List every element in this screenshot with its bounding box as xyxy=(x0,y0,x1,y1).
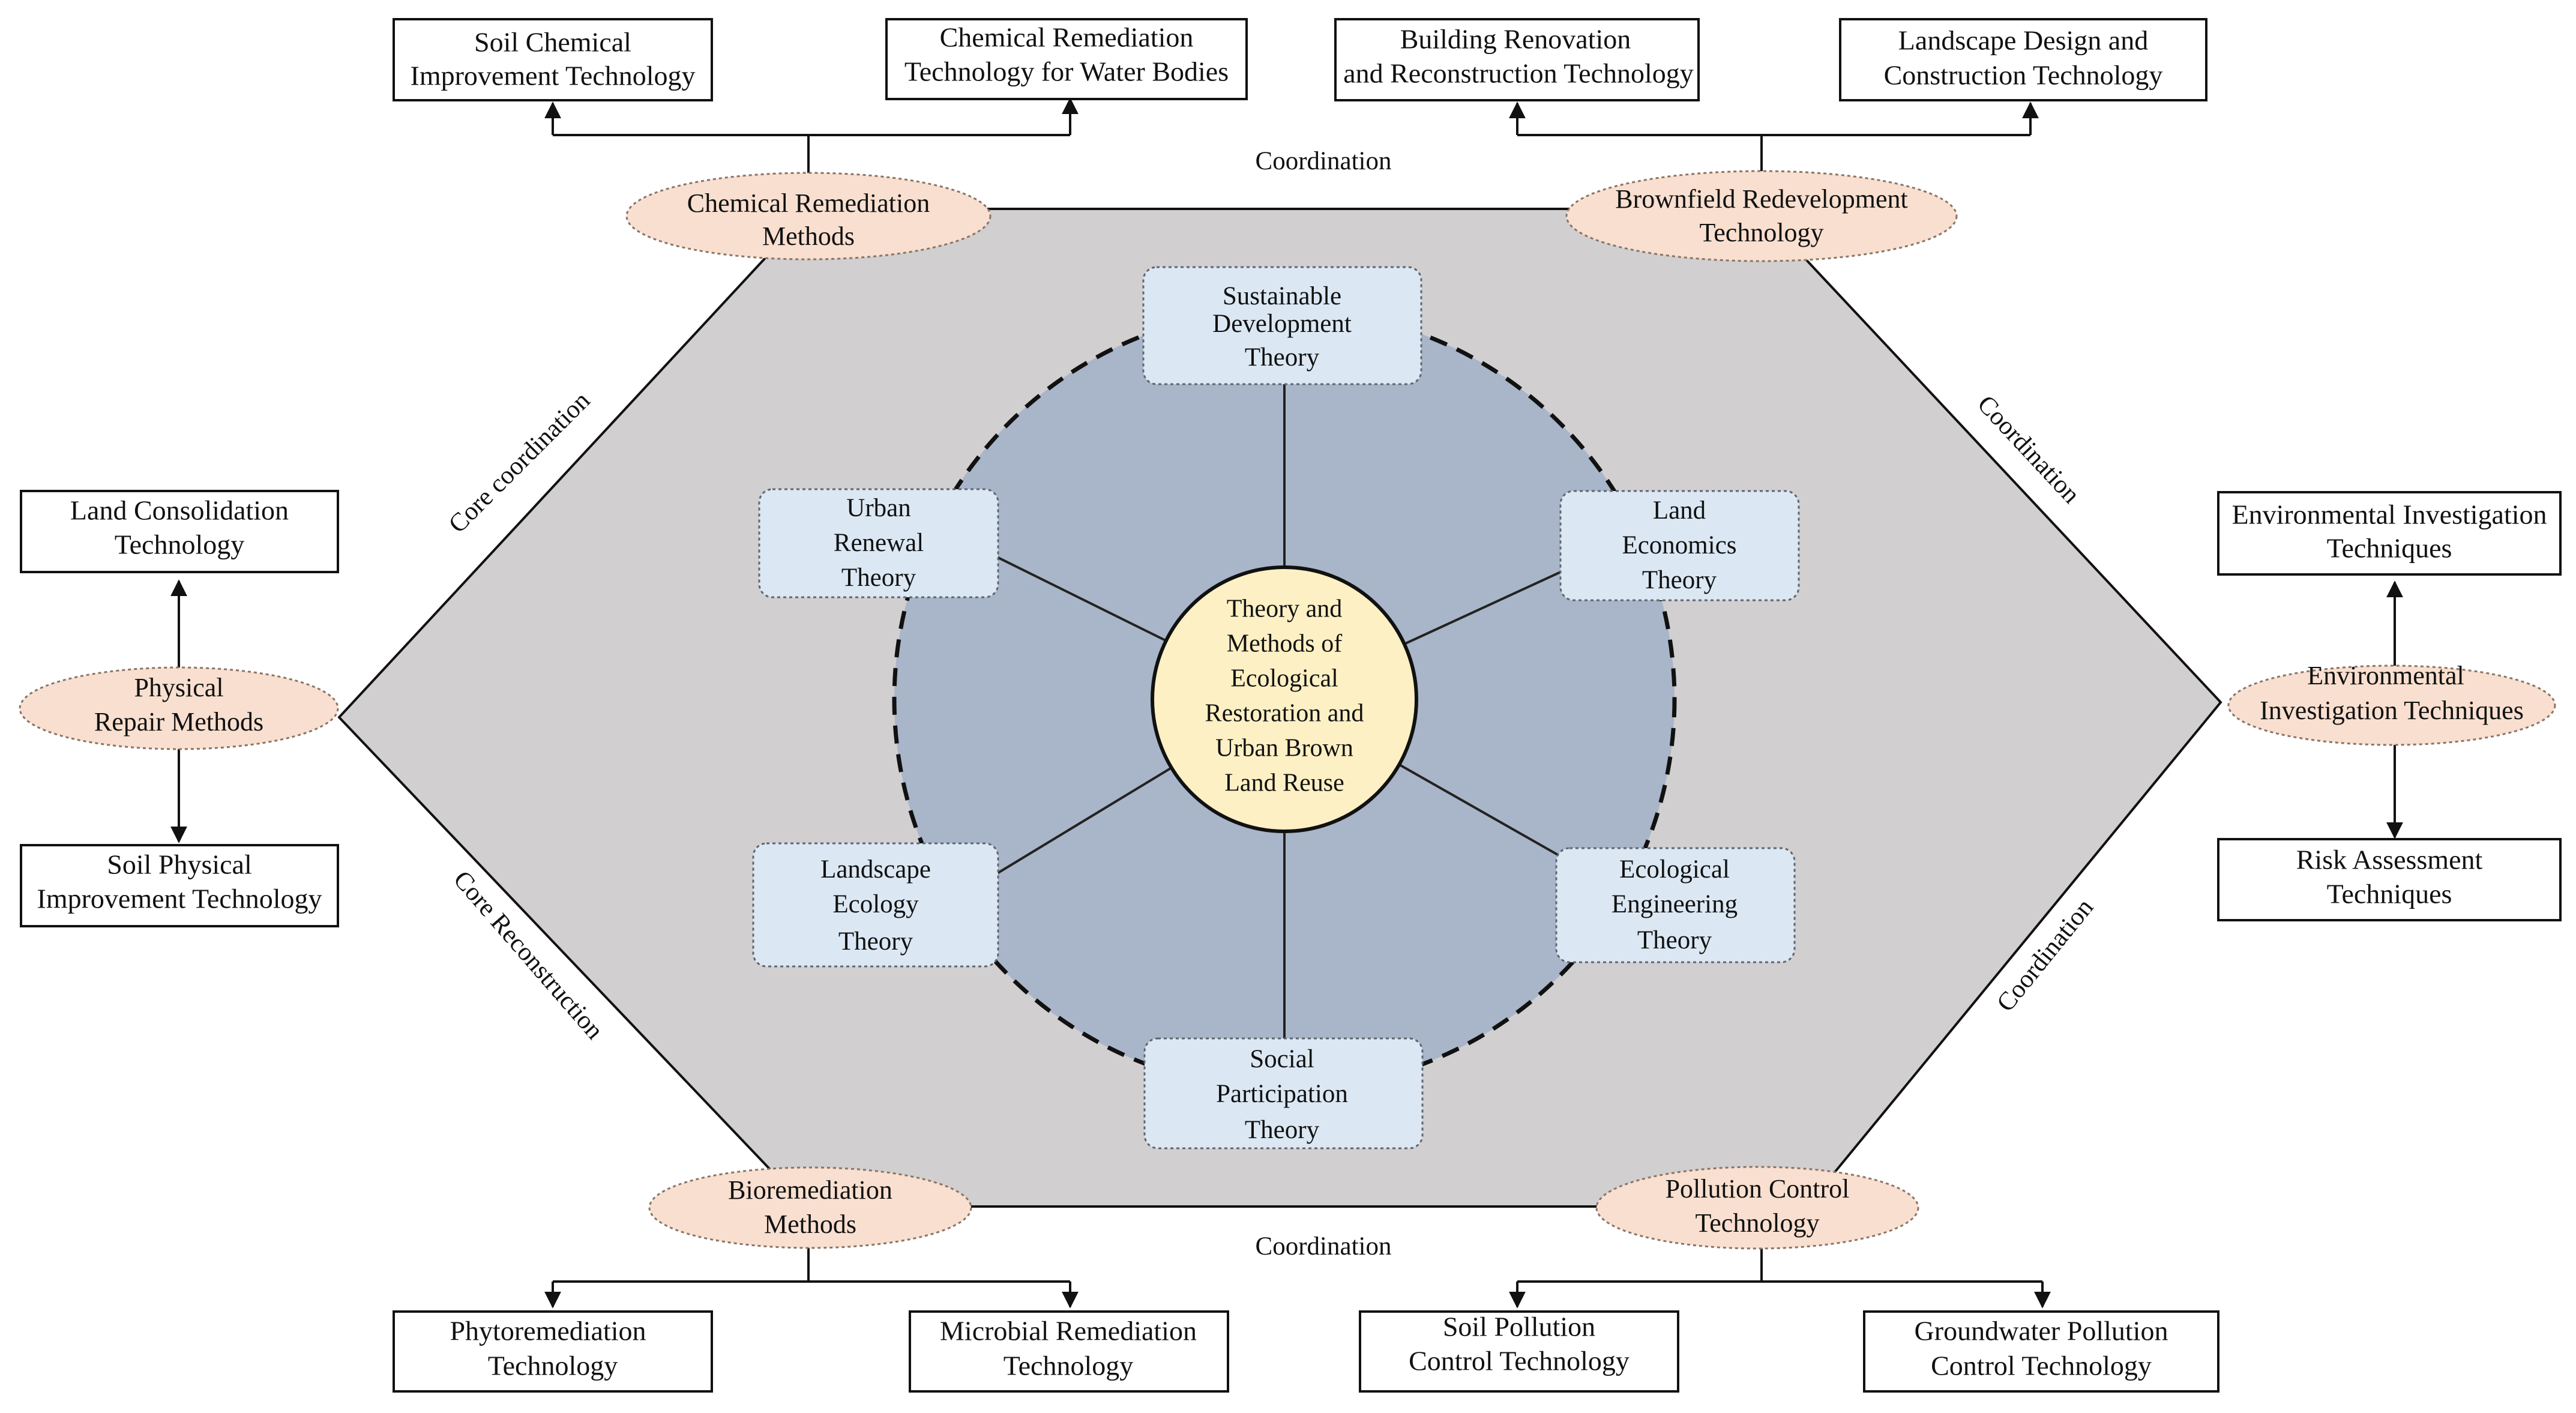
edge-label-top: Coordination xyxy=(1256,147,1392,175)
theory-urban-renewal: Urban Renewal Theory xyxy=(758,488,999,598)
tech-land-consolidation: Land Consolidation Technology xyxy=(20,490,339,573)
method-pollution-line2: Technology xyxy=(1695,1208,1819,1238)
method-bioremediation: Bioremediation Methods xyxy=(648,1166,972,1249)
edge-label-bottom: Coordination xyxy=(1256,1232,1392,1261)
theory-ecological-engineering: Ecological Engineering Theory xyxy=(1555,847,1796,963)
tech-land-consolidation-line1: Land Consolidation xyxy=(70,495,289,526)
tech-env-investigation: Environmental Investigation Techniques xyxy=(2217,491,2562,576)
method-environmental-line1: Environmental xyxy=(2307,661,2464,690)
theory-land-economics-line1: Land xyxy=(1653,496,1706,525)
center-line4: Restoration and xyxy=(1205,700,1364,728)
method-chemical-remediation: Chemical Remediation Methods xyxy=(625,172,992,261)
theory-urban-renewal-line1: Urban xyxy=(846,494,910,522)
tech-soil-chemical-line2: Improvement Technology xyxy=(411,61,696,91)
theory-land-economics: Land Economics Theory xyxy=(1559,490,1800,601)
center-line2: Methods of xyxy=(1227,630,1343,658)
theory-social-participation-line3: Theory xyxy=(1245,1116,1320,1144)
tech-soil-pollution-line1: Soil Pollution xyxy=(1443,1312,1595,1342)
theory-ecological-engineering-line1: Ecological xyxy=(1619,855,1730,884)
method-bioremediation-line1: Bioremediation xyxy=(728,1175,892,1205)
tech-phytoremediation: Phytoremediation Technology xyxy=(393,1310,713,1393)
tech-chemical-water-line2: Technology for Water Bodies xyxy=(904,56,1229,87)
tech-chemical-water-line1: Chemical Remediation xyxy=(940,22,1194,53)
theory-sustainable-line3: Theory xyxy=(1245,343,1320,372)
tech-microbial-line2: Technology xyxy=(1004,1351,1134,1381)
tech-risk-assessment: Risk Assessment Techniques xyxy=(2217,838,2562,921)
theory-land-economics-line3: Theory xyxy=(1642,566,1717,594)
tech-microbial: Microbial Remediation Technology xyxy=(909,1310,1229,1393)
tech-env-investigation-line2: Techniques xyxy=(2327,533,2452,564)
method-bioremediation-line2: Methods xyxy=(764,1210,856,1239)
method-physical-line2: Repair Methods xyxy=(94,707,263,737)
tech-soil-pollution-line2: Control Technology xyxy=(1409,1346,1630,1376)
theory-urban-renewal-line2: Renewal xyxy=(834,529,924,557)
theory-sustainable-line1: Sustainable xyxy=(1223,282,1341,310)
tech-building-renovation-line2: and Reconstruction Technology xyxy=(1343,58,1694,89)
method-physical-repair: Physical Repair Methods xyxy=(19,666,339,750)
center-node: Theory and Methods of Ecological Restora… xyxy=(1151,565,1418,833)
connectors-chemical xyxy=(544,97,1079,177)
theory-ecological-engineering-line3: Theory xyxy=(1637,926,1712,954)
tech-groundwater: Groundwater Pollution Control Technology xyxy=(1863,1310,2219,1393)
tech-soil-chemical-line1: Soil Chemical xyxy=(474,27,631,58)
method-physical-line1: Physical xyxy=(134,673,223,702)
connectors-brownfield xyxy=(1509,101,2039,174)
center-line6: Land Reuse xyxy=(1224,770,1344,797)
method-environmental-line2: Investigation Techniques xyxy=(2260,696,2524,725)
connectors-pollution xyxy=(1509,1243,2051,1309)
tech-risk-assessment-line2: Techniques xyxy=(2327,879,2452,909)
theory-ecological-engineering-line2: Engineering xyxy=(1612,890,1738,918)
tech-soil-chemical: Soil Chemical Improvement Technology xyxy=(393,18,713,101)
theory-urban-renewal-line3: Theory xyxy=(841,564,916,592)
tech-chemical-water: Chemical Remediation Technology for Wate… xyxy=(885,18,1248,100)
method-chemical-line1: Chemical Remediation xyxy=(687,188,930,218)
center-line1: Theory and xyxy=(1227,595,1342,623)
method-environmental-investigation: Environmental Investigation Techniques xyxy=(2227,661,2556,746)
theory-land-economics-line2: Economics xyxy=(1622,531,1736,559)
theory-landscape-ecology-line2: Ecology xyxy=(832,890,919,918)
tech-landscape-design-line2: Construction Technology xyxy=(1884,60,2163,91)
method-brownfield-line1: Brownfield Redevelopment xyxy=(1615,184,1908,214)
tech-phytoremediation-line2: Technology xyxy=(488,1351,618,1381)
center-line5: Urban Brown xyxy=(1215,735,1353,762)
center-line3: Ecological xyxy=(1230,665,1338,693)
theory-landscape-ecology-line3: Theory xyxy=(838,927,913,956)
tech-soil-physical-line2: Improvement Technology xyxy=(37,884,322,914)
tech-soil-physical: Soil Physical Improvement Technology xyxy=(20,844,339,927)
method-pollution-control: Pollution Control Technology xyxy=(1595,1166,1919,1250)
theory-social-participation-line2: Participation xyxy=(1216,1080,1348,1108)
theory-sustainable-line2: Development xyxy=(1212,310,1352,338)
tech-building-renovation-line1: Building Renovation xyxy=(1400,24,1631,55)
tech-phytoremediation-line1: Phytoremediation xyxy=(450,1316,646,1346)
tech-land-consolidation-line2: Technology xyxy=(115,529,245,560)
theory-landscape-ecology-line1: Landscape xyxy=(820,855,931,884)
connectors-bioremediation xyxy=(544,1243,1079,1309)
theory-social-participation: Social Participation Theory xyxy=(1143,1037,1424,1149)
tech-groundwater-line1: Groundwater Pollution xyxy=(1915,1316,2168,1346)
tech-risk-assessment-line1: Risk Assessment xyxy=(2296,845,2483,875)
tech-groundwater-line2: Control Technology xyxy=(1931,1351,2152,1381)
tech-soil-physical-line1: Soil Physical xyxy=(107,849,252,880)
theory-social-participation-line1: Social xyxy=(1250,1045,1314,1073)
method-brownfield-line2: Technology xyxy=(1699,218,1823,247)
tech-landscape-design-line1: Landscape Design and xyxy=(1898,25,2148,56)
method-pollution-line1: Pollution Control xyxy=(1666,1174,1850,1204)
tech-microbial-line1: Microbial Remediation xyxy=(940,1316,1197,1346)
method-chemical-line2: Methods xyxy=(762,221,855,251)
tech-env-investigation-line1: Environmental Investigation xyxy=(2231,499,2547,530)
tech-building-renovation: Building Renovation and Reconstruction T… xyxy=(1334,18,1700,101)
theory-sustainable-development: Sustainable Development Theory xyxy=(1142,266,1422,385)
theory-landscape-ecology: Landscape Ecology Theory xyxy=(752,842,999,968)
tech-landscape-design: Landscape Design and Construction Techno… xyxy=(1839,18,2207,101)
tech-soil-pollution: Soil Pollution Control Technology xyxy=(1359,1310,1679,1393)
method-brownfield-redevelopment: Brownfield Redevelopment Technology xyxy=(1565,170,1958,262)
